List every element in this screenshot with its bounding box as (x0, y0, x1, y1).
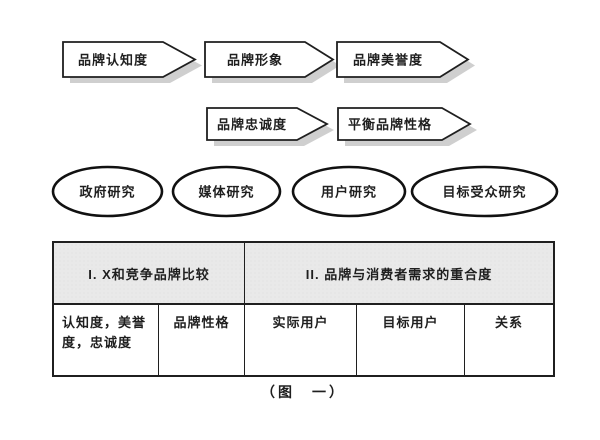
flow-arrow-brand-awareness: 品牌认知度 (62, 41, 197, 78)
arrow-label: 平衡品牌性格 (348, 117, 432, 132)
arrow-label: 品牌认知度 (78, 53, 148, 68)
table-header-right: II. 品牌与消费者需求的重合度 (245, 243, 553, 305)
ellipse-label: 目标受众研究 (442, 185, 526, 200)
table-cell-target-users: 目标用户 (357, 305, 465, 375)
table-cell-brand-personality: 品牌性格 (159, 305, 245, 375)
ellipse-media-research: 媒体研究 (171, 165, 282, 218)
table-header-left: I. X和竞争品牌比较 (54, 243, 245, 305)
flow-arrow-brand-loyalty: 品牌忠诚度 (206, 107, 329, 141)
ellipse-government-research: 政府研究 (51, 165, 164, 218)
ellipse-user-research: 用户研究 (291, 165, 407, 218)
ellipse-label: 媒体研究 (198, 185, 254, 200)
arrow-shape (204, 41, 335, 78)
arrow-shape (336, 41, 470, 78)
flow-arrow-brand-image: 品牌形象 (204, 41, 335, 78)
ellipse-shape (291, 165, 407, 218)
table-cell-relationship: 关系 (494, 315, 523, 330)
arrow-shape (62, 41, 197, 78)
arrow-label: 品牌忠诚度 (217, 117, 287, 132)
ellipse-shape (410, 165, 559, 218)
arrow-shape (206, 107, 329, 141)
ellipse-target-audience-research: 目标受众研究 (410, 165, 559, 218)
ellipse-label: 用户研究 (320, 185, 377, 200)
table-cell-actual-users: 实际用户 (245, 305, 357, 375)
flow-arrow-brand-reputation: 品牌美誉度 (336, 41, 470, 78)
table-cell-awareness-reputation-loyalty: 认知度，美誉度，忠诚度 (54, 305, 159, 375)
ellipse-label: 政府研究 (79, 185, 135, 200)
ellipse-shape (51, 165, 164, 218)
figure-caption: （图 一） (261, 384, 346, 400)
ellipse-shape (171, 165, 282, 218)
arrow-label: 品牌美誉度 (353, 53, 423, 68)
arrow-shape (337, 107, 472, 141)
arrow-label: 品牌形象 (227, 53, 283, 68)
flow-arrow-balanced-brand-personality: 平衡品牌性格 (337, 107, 472, 141)
comparison-table: I. X和竞争品牌比较 II. 品牌与消费者需求的重合度 认知度，美誉度，忠诚度… (52, 241, 555, 377)
